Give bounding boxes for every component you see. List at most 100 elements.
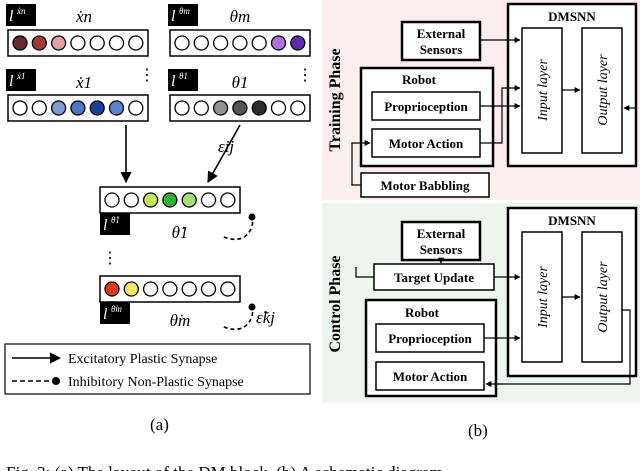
- control-input-layer: [521, 231, 563, 363]
- layer-tag-sup-thetadot1: θ̇1: [111, 215, 120, 225]
- legend-excitatory-label: Excitatory Plastic Synapse: [68, 352, 217, 367]
- neuron-thetadotm-1: [123, 281, 139, 297]
- neuron-xn-0: [12, 35, 28, 51]
- layer-tag-text-xn: l: [9, 8, 14, 25]
- layer-label-thetadot1: θ̇1: [172, 223, 189, 242]
- neuron-theta1-3: [232, 100, 248, 116]
- training-output-layer-label: Output layer: [596, 54, 611, 126]
- legend-inhibitory-dot: [52, 377, 60, 385]
- training-input-layer-label: Input layer: [536, 59, 551, 122]
- training-motor-babbling-label: Motor Babbling: [381, 178, 470, 193]
- vdots-bottom: ⋮: [102, 250, 118, 267]
- layer-tag-text-thetadotm: l: [103, 306, 108, 323]
- training-input-layer: [521, 27, 563, 154]
- neuron-thetadotm-6: [220, 281, 236, 297]
- layer-label-theta1: θ1: [232, 73, 249, 92]
- epsilon-ij-label: εij: [218, 137, 234, 156]
- layer-label-thetadotm: θ̇m: [170, 311, 191, 330]
- control-external-sensors-line2: Sensors: [420, 242, 463, 257]
- neuron-thetadot1-5: [200, 192, 217, 208]
- layer-tag-thetadot1: [100, 213, 130, 235]
- control-robot-label: Robot: [405, 305, 440, 320]
- layer-tag-thetadotm: [100, 302, 130, 324]
- training-motor-action-label: Motor Action: [389, 136, 464, 151]
- control-proprioception-label: Proprioception: [388, 331, 472, 346]
- neuron-theta1-6: [290, 100, 306, 116]
- motor-to-input-arrow: [480, 85, 521, 144]
- layer-tag-text-theta1: l: [171, 73, 176, 90]
- training-phase-label: Training Phase: [327, 48, 344, 151]
- layer-tag-text-thetam: l: [171, 8, 176, 25]
- training-robot-label: Robot: [402, 72, 437, 87]
- neuron-thetadot1-6: [220, 192, 236, 208]
- neuron-thetam-5: [270, 35, 287, 51]
- training-motor-action: [371, 128, 481, 158]
- neuron-thetam-1: [193, 35, 209, 51]
- neuron-thetam-4: [251, 35, 267, 51]
- layer-tag-sup-x1: ẋ1: [16, 71, 26, 81]
- inhibitory-dot-m: [248, 303, 256, 311]
- neuron-thetam-2: [212, 35, 229, 51]
- neuron-x1-4: [89, 100, 105, 116]
- training-proprioception: [371, 91, 481, 121]
- training-external-sensors: [400, 20, 482, 62]
- neuron-thetadotm-3: [162, 281, 178, 297]
- control-target-update-label: Target Update: [394, 270, 474, 285]
- neuron-xn-2: [50, 35, 67, 51]
- arrow-theta1-to-thetadot1: [207, 124, 241, 183]
- layer-tag-text-thetadot1: l: [103, 217, 108, 234]
- inhibitory-dot-1: [248, 213, 256, 221]
- layer-label-thetam: θm: [230, 7, 251, 26]
- neuron-thetadot1-2: [142, 192, 159, 208]
- layer-tag-sup-theta1: θ1: [179, 71, 188, 81]
- neuron-x1-1: [31, 100, 47, 116]
- layer-label-xn: ẋn: [75, 7, 92, 26]
- control-motor-action: [375, 361, 485, 391]
- training-external-sensors-line1: External: [417, 26, 466, 41]
- control-output-layer: [581, 231, 623, 363]
- target-loop-line: [355, 267, 374, 278]
- neuron-theta1-1: [193, 100, 209, 116]
- caption-b: (b): [468, 421, 488, 440]
- control-proprioception: [375, 323, 485, 353]
- neuron-x1-5: [108, 100, 125, 116]
- neuron-thetadot1-1: [123, 192, 139, 208]
- panel-b: Training Phase External Sensors Robot Pr…: [322, 0, 640, 440]
- neuron-thetadot1-0: [104, 192, 120, 208]
- inhibitory-loop-m: [221, 304, 254, 331]
- vdots-right: ⋮: [297, 67, 313, 84]
- control-phase-label: Control Phase: [327, 255, 344, 352]
- neuron-thetam-0: [174, 35, 190, 51]
- neuron-theta1-4: [251, 100, 267, 116]
- control-output-layer-label: Output layer: [596, 261, 611, 333]
- control-dmsnn-label: DMSNN: [548, 213, 596, 228]
- neuron-xn-4: [89, 35, 105, 51]
- neuron-thetadot1-4: [181, 192, 197, 208]
- training-external-sensors-line2: Sensors: [420, 42, 463, 57]
- neuron-theta1-0: [174, 100, 190, 116]
- legend-box: [4, 343, 311, 395]
- training-dmsnn-label: DMSNN: [548, 9, 596, 24]
- layer-box-x1: [7, 94, 149, 122]
- figure-caption: Fig. 2: (a) The layout of the DM block. …: [6, 463, 443, 471]
- neuron-x1-6: [128, 100, 144, 116]
- neuron-thetadotm-4: [181, 281, 197, 297]
- epsilon-kj-label: ε̃kj: [256, 308, 275, 327]
- neuron-thetadot1-3: [162, 192, 178, 208]
- neuron-xn-5: [108, 35, 125, 51]
- training-proprioception-label: Proprioception: [384, 99, 468, 114]
- neuron-thetadotm-5: [200, 281, 217, 297]
- neuron-theta1-5: [270, 100, 287, 116]
- neuron-theta1-2: [212, 100, 229, 116]
- control-motor-action-label: Motor Action: [393, 369, 468, 384]
- vdots-left: ⋮: [139, 67, 155, 84]
- layer-tag-xn: [6, 4, 36, 26]
- neuron-thetadotm-0: [104, 281, 120, 297]
- neuron-thetam-6: [290, 35, 306, 51]
- neuron-x1-0: [12, 100, 28, 116]
- layer-label-x1: ẋ1: [75, 73, 92, 92]
- layer-tag-sup-thetam: θm: [179, 6, 190, 16]
- output-to-motor-arrow: [485, 309, 631, 387]
